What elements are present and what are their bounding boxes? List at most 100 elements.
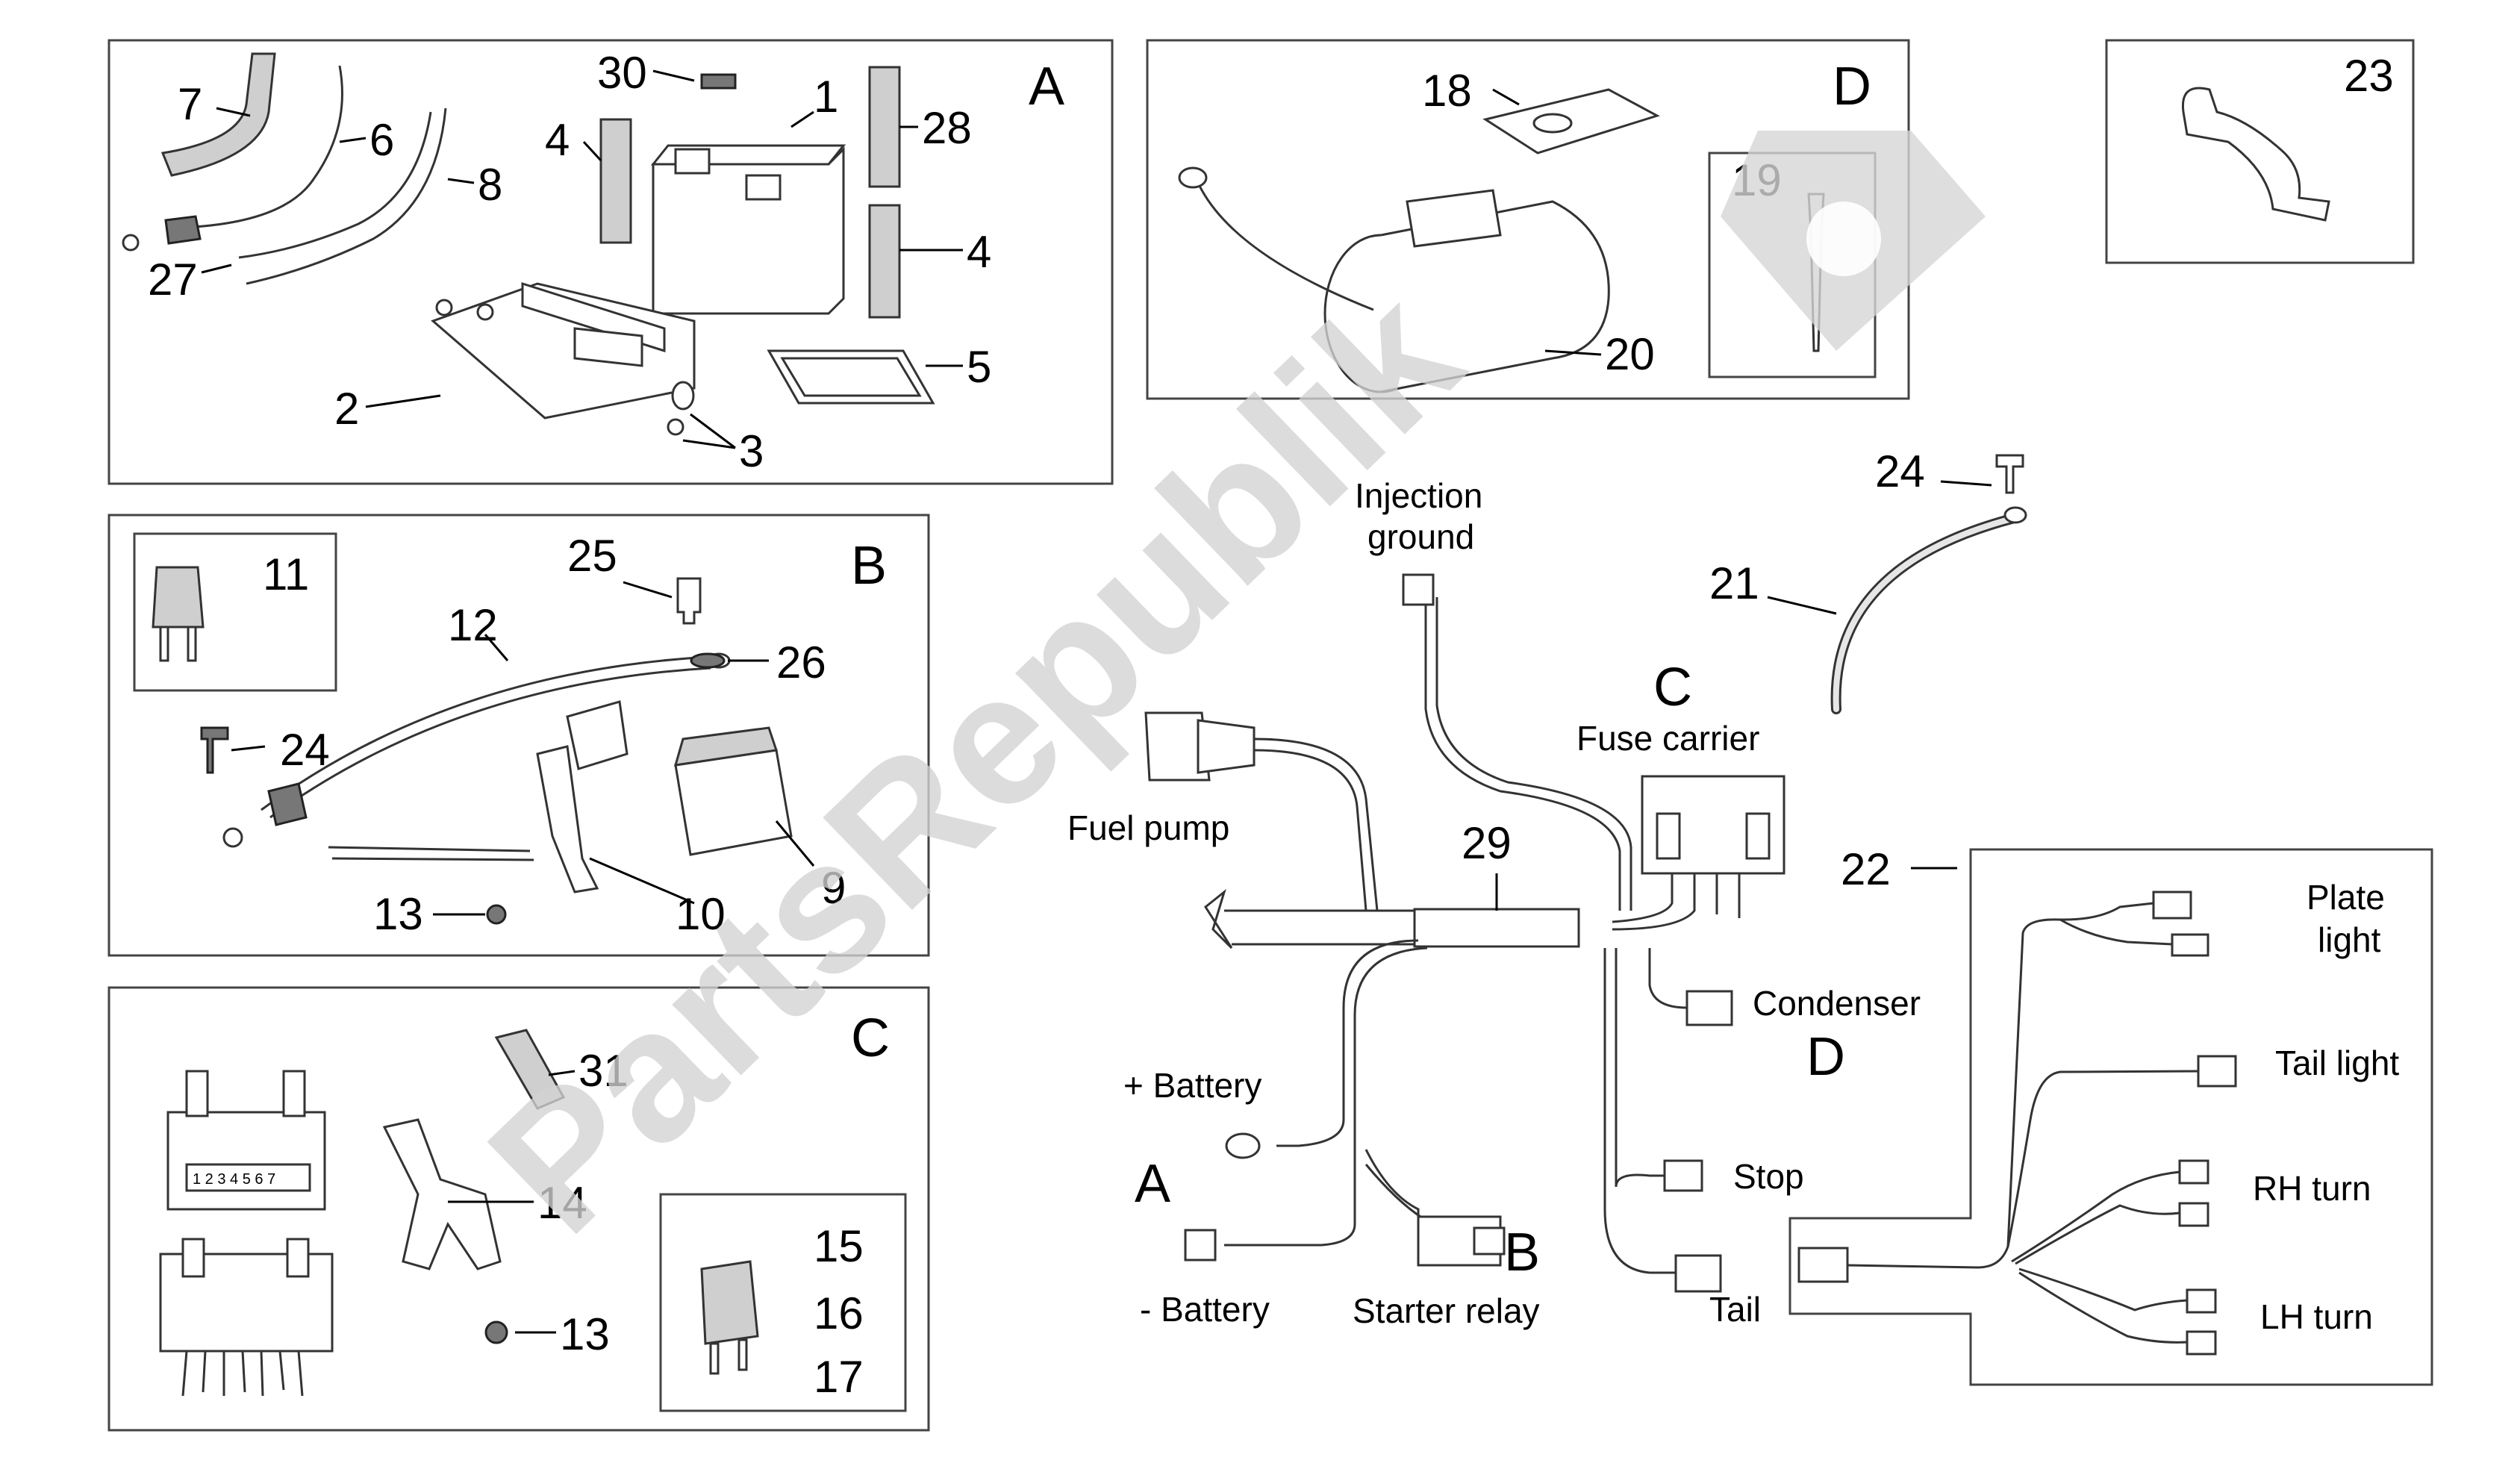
- bracket-part-10: [536, 745, 599, 894]
- ground-cable-part-21: [1830, 514, 2017, 714]
- leader-10: [589, 857, 695, 905]
- label-injection-line2: ground: [1367, 517, 1474, 556]
- callout-18: 18: [1422, 66, 1472, 116]
- rear-harness-main-connector: [1797, 1247, 1849, 1283]
- label-tail-light: Tail light: [2275, 1044, 2399, 1082]
- fuse-block-bottom-clip-left: [181, 1238, 205, 1278]
- harness-break: [1204, 888, 1233, 949]
- bolt-part-30: [700, 73, 737, 90]
- label-plus-battery: + Battery: [1123, 1066, 1261, 1105]
- bracket-strap-10-b: [331, 857, 534, 861]
- cable-boot-12: [267, 782, 308, 826]
- callout-29: 29: [1462, 818, 1512, 868]
- label-rh-turn: RH turn: [2253, 1169, 2371, 1208]
- leader-31: [548, 1070, 576, 1076]
- callout-8: 8: [478, 160, 502, 210]
- callout-22: 22: [1841, 844, 1891, 894]
- stop-tail-wires: [1603, 948, 1680, 1274]
- nut-part-13-c: [484, 1320, 508, 1344]
- battery-minus-eyelet: [1184, 1229, 1217, 1262]
- panel-c-frame: [107, 986, 930, 1432]
- label-minus-battery: - Battery: [1140, 1290, 1270, 1329]
- plate-light-connector-1: [2152, 891, 2192, 920]
- bolt-part-25: [676, 577, 702, 625]
- bolt-part-24-b: [200, 726, 229, 774]
- callout-25: 25: [567, 531, 617, 581]
- callout-21: 21: [1709, 558, 1759, 608]
- leader-6: [339, 137, 367, 143]
- callout-28: 28: [922, 103, 972, 153]
- condenser-mount: [1406, 189, 1502, 248]
- leader-27: [201, 263, 232, 274]
- rear-harness-rh-turn-wires: [2011, 1170, 2180, 1265]
- callout-14: 14: [537, 1178, 587, 1228]
- fuse-block-numbers: 1 2 3 4 5 6 7: [193, 1171, 275, 1188]
- injection-ground-wire: [1424, 597, 1621, 911]
- leader-25: [623, 581, 673, 599]
- callout-13-c: 13: [560, 1309, 610, 1359]
- rh-turn-connector-2: [2178, 1202, 2209, 1227]
- pad-part-4-right: [868, 204, 901, 319]
- harness-sleeve-29: [1413, 908, 1580, 948]
- callout-24-b: 24: [280, 725, 330, 775]
- harness-letter-b: B: [1504, 1223, 1540, 1282]
- fuse-carrier-clip-right: [1745, 812, 1771, 860]
- fuse-box-frame-11: [133, 532, 337, 692]
- stop-connector: [1663, 1159, 1703, 1192]
- battery-terminal-right: [745, 174, 782, 201]
- leader-24-b: [231, 745, 266, 752]
- main-harness: 29 Injection ground C Fuse carrier Fuel …: [1067, 476, 1921, 1330]
- leader-1: [790, 110, 814, 128]
- pad-part-4-left: [599, 118, 632, 244]
- rear-harness-trunk: [1847, 902, 2154, 1269]
- panel-b-frame: [107, 514, 930, 957]
- fuse-part-15: [700, 1260, 759, 1345]
- panel-b-letter: B: [851, 536, 887, 596]
- fuse-carrier-wires: [1612, 873, 1741, 931]
- starter-relay-tab: [1473, 1226, 1506, 1256]
- nut-part-13-b: [486, 904, 507, 925]
- label-plate-line2: light: [2318, 920, 2381, 959]
- callout-26: 26: [776, 637, 826, 687]
- plate-light-connector-2: [2171, 933, 2209, 957]
- sleeve-part-7: [160, 52, 276, 177]
- condenser-harness-wire: [1648, 948, 1688, 1009]
- fuse-part-11: [152, 566, 205, 629]
- condenser-body-part-20: [1380, 200, 1610, 393]
- label-starter-relay: Starter relay: [1353, 1291, 1540, 1330]
- tray-screw-2: [476, 303, 494, 321]
- bracket-part-14: [382, 1118, 502, 1270]
- battery-plus-wire: [1276, 939, 1419, 1147]
- callout-17: 17: [814, 1352, 864, 1402]
- callout-12: 12: [448, 600, 498, 650]
- callout-3: 3: [739, 426, 764, 476]
- label-condenser: Condenser: [1753, 984, 1921, 1023]
- panel-a-frame: [107, 39, 1114, 485]
- leader-9: [775, 820, 815, 867]
- cable-part-12-b: [269, 667, 711, 819]
- cable-part-12: [261, 655, 710, 811]
- label-fuse-carrier: Fuse carrier: [1576, 719, 1759, 758]
- cable-boot-part-6: [164, 215, 202, 245]
- cable-eyelet-part-27: [122, 234, 140, 252]
- fuel-pump-wire-b: [1253, 749, 1367, 911]
- pad-part-5-inner: [780, 357, 922, 397]
- fuel-pump-wire: [1253, 737, 1379, 911]
- label-plate-line1: Plate: [2307, 878, 2385, 917]
- leader-2: [365, 394, 441, 408]
- sleeve-part-31: [494, 1029, 566, 1110]
- callout-13-b: 13: [373, 889, 423, 939]
- fuel-pump-connector-boot: [1197, 719, 1256, 774]
- rear-harness-lh-turn-wires: [2018, 1267, 2188, 1344]
- callout-16: 16: [814, 1288, 864, 1338]
- tail-connector: [1674, 1254, 1722, 1293]
- tray-screw-1: [435, 299, 453, 316]
- harness-letter-c: C: [1653, 658, 1692, 717]
- callout-4-right: 4: [967, 227, 991, 277]
- callout-11: 11: [263, 549, 309, 599]
- callout-23: 23: [2344, 51, 2394, 101]
- ground-cable-eyelet: [2003, 506, 2027, 524]
- callout-10: 10: [676, 889, 726, 939]
- battery-minus-wire: [1224, 946, 1428, 1247]
